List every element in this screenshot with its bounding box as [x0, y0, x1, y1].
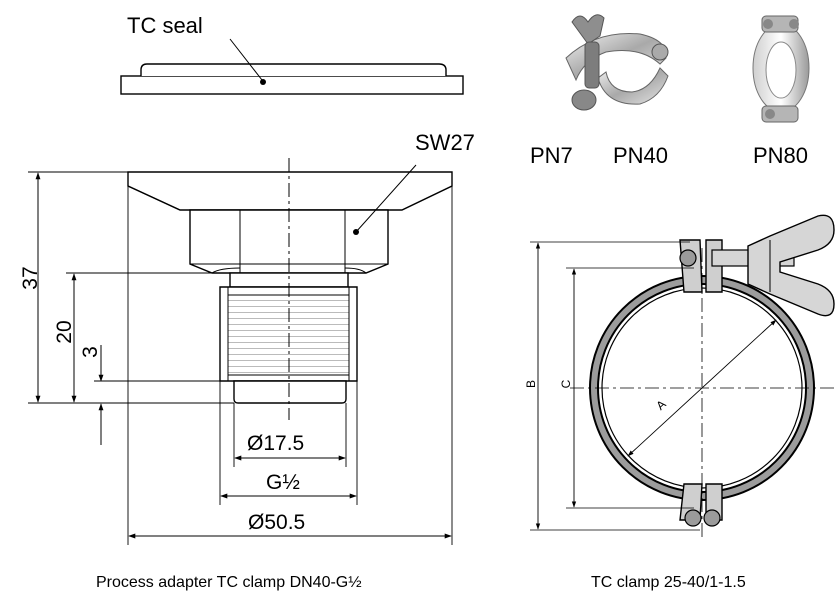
extension-lines [28, 171, 453, 545]
thread-size-dimension: G½ [266, 471, 300, 494]
height-thread-dimension: 20 [53, 320, 76, 344]
pn7-label: PN7 [530, 143, 573, 168]
tc-seal-drawing [120, 38, 464, 95]
clamp-caption: TC clamp 25-40/1-1.5 [591, 574, 746, 591]
inner-diameter-dimension: Ø17.5 [247, 432, 305, 455]
pn80-label: PN80 [753, 143, 809, 168]
tc-seal-label: TC seal [127, 13, 203, 38]
adapter-caption: Process adapter TC clamp DN40-G½ [96, 574, 362, 591]
clamp-pn7-pn40-photo [565, 14, 669, 111]
dimension-lines [35, 172, 452, 539]
flange-diameter-dimension: Ø50.5 [248, 511, 306, 534]
sw-wrench-size-label: SW27 [415, 130, 475, 155]
clamp-dim-b: B [524, 380, 538, 389]
clamp-drawing [530, 214, 835, 538]
pn40-label: PN40 [613, 143, 669, 168]
process-adapter-drawing [127, 164, 453, 404]
height-total-dimension: 37 [19, 266, 42, 290]
height-recess-dimension: 3 [79, 346, 102, 358]
clamp-pn80-photo [752, 15, 810, 123]
clamp-dim-c: C [559, 379, 573, 389]
